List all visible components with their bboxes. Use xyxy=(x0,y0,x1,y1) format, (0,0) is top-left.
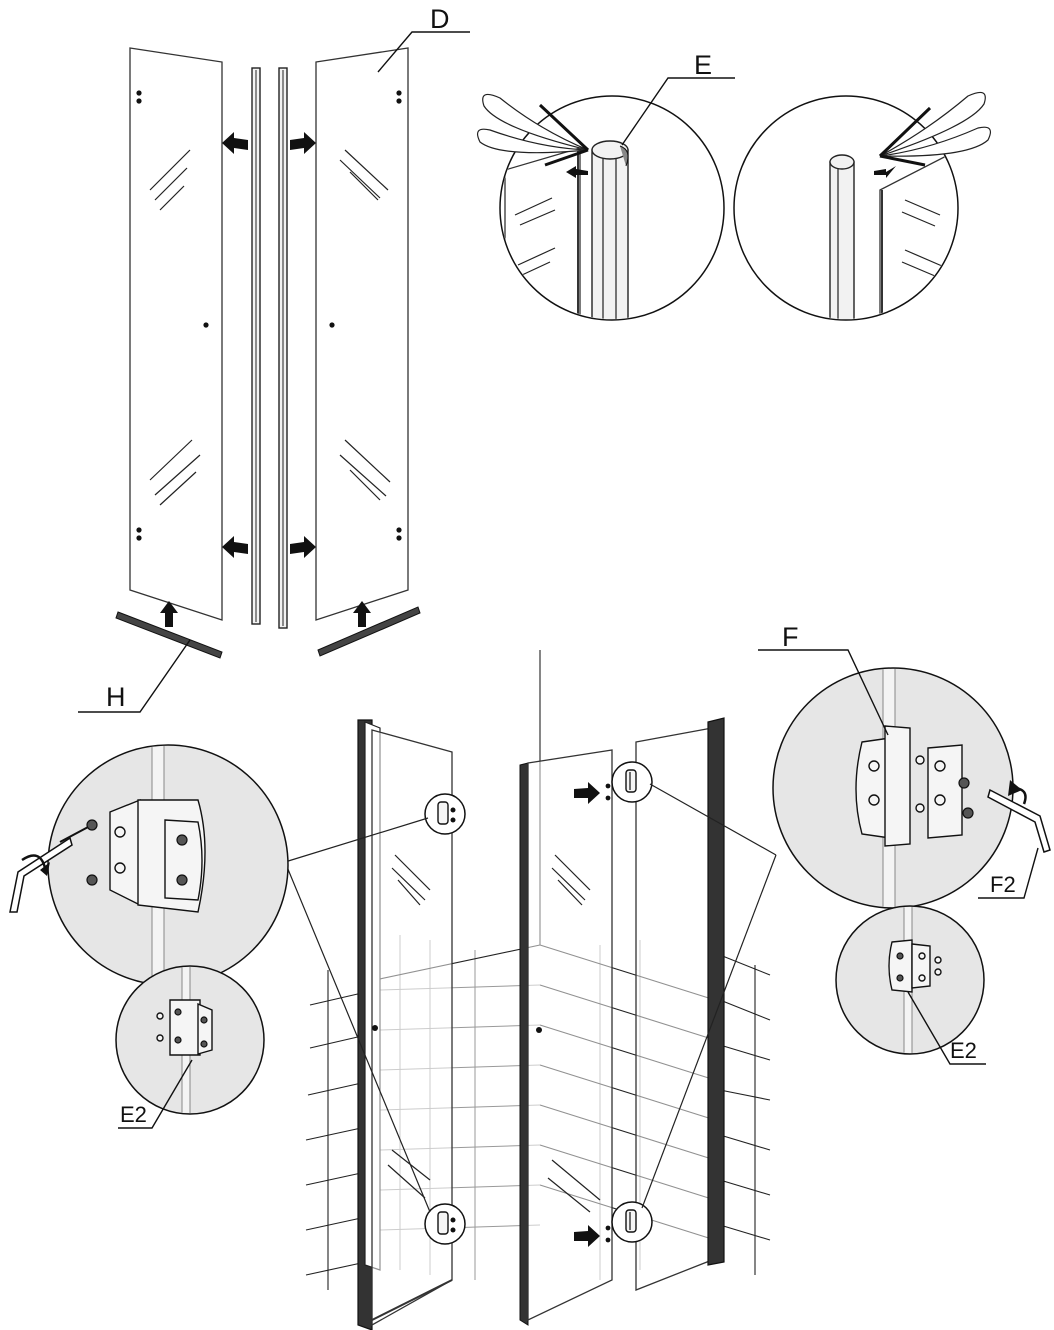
bottom-profile-h-right xyxy=(317,606,421,657)
label-e2-left: E2 xyxy=(120,1102,147,1127)
bottom-profile-h-left xyxy=(115,611,223,659)
arrow-up-left xyxy=(160,601,178,627)
arrow-left-top xyxy=(222,132,248,154)
glass-reflection-right xyxy=(339,149,391,501)
label-e: E xyxy=(694,50,712,80)
panel-holes-right xyxy=(329,90,402,541)
arrow-right-top xyxy=(290,132,316,154)
glass-reflection-left xyxy=(149,149,201,506)
scissors-icon-right xyxy=(878,91,991,167)
label-f: F xyxy=(782,622,799,652)
hinge-detail-left-small: E2 xyxy=(115,965,265,1129)
leader-d xyxy=(377,31,470,73)
arrow-into-seal-left xyxy=(566,166,588,178)
allen-key-icon-right xyxy=(987,780,1051,853)
hinge-detail-right: F F2 xyxy=(758,622,1051,909)
arrow-up-right xyxy=(353,601,371,627)
enclosure-assembled-view xyxy=(284,650,777,1330)
wall-profile-right xyxy=(707,717,725,1266)
leader-h xyxy=(78,639,191,713)
top-panel-exploded-view: D H xyxy=(78,4,470,713)
panel-holes-left xyxy=(136,90,209,541)
seal-profile-e xyxy=(591,149,629,319)
glass-panel-right-d xyxy=(315,47,409,621)
label-f2: F2 xyxy=(990,872,1016,897)
glass-panel-left xyxy=(129,47,223,621)
arrow-hinge-top xyxy=(574,782,600,804)
allen-key-icon-left xyxy=(9,836,73,913)
leader-e xyxy=(621,77,735,146)
arrow-right-bottom xyxy=(290,536,316,558)
hinge-detail-right-small: E2 xyxy=(835,905,986,1065)
label-e2-right: E2 xyxy=(950,1038,977,1063)
leader-f xyxy=(758,649,889,736)
arrow-hinge-bottom xyxy=(574,1225,600,1247)
arrow-into-seal-right xyxy=(874,166,896,178)
leader-e2-left xyxy=(118,1059,193,1129)
screw-icon-left xyxy=(59,819,98,886)
arrow-left-bottom xyxy=(222,536,248,558)
leader-f2 xyxy=(978,847,1039,899)
door-panel-middle xyxy=(519,762,529,1326)
screw-icon-right xyxy=(958,777,974,819)
label-h: H xyxy=(106,682,126,712)
label-d: D xyxy=(430,4,450,34)
leader-e2-right xyxy=(907,991,986,1065)
hinge-detail-left xyxy=(9,744,289,986)
seal-detail-right xyxy=(733,91,991,321)
seal-profile-e-right xyxy=(829,161,855,319)
scissors-icon xyxy=(477,93,590,167)
seal-detail-left: E xyxy=(477,50,735,321)
